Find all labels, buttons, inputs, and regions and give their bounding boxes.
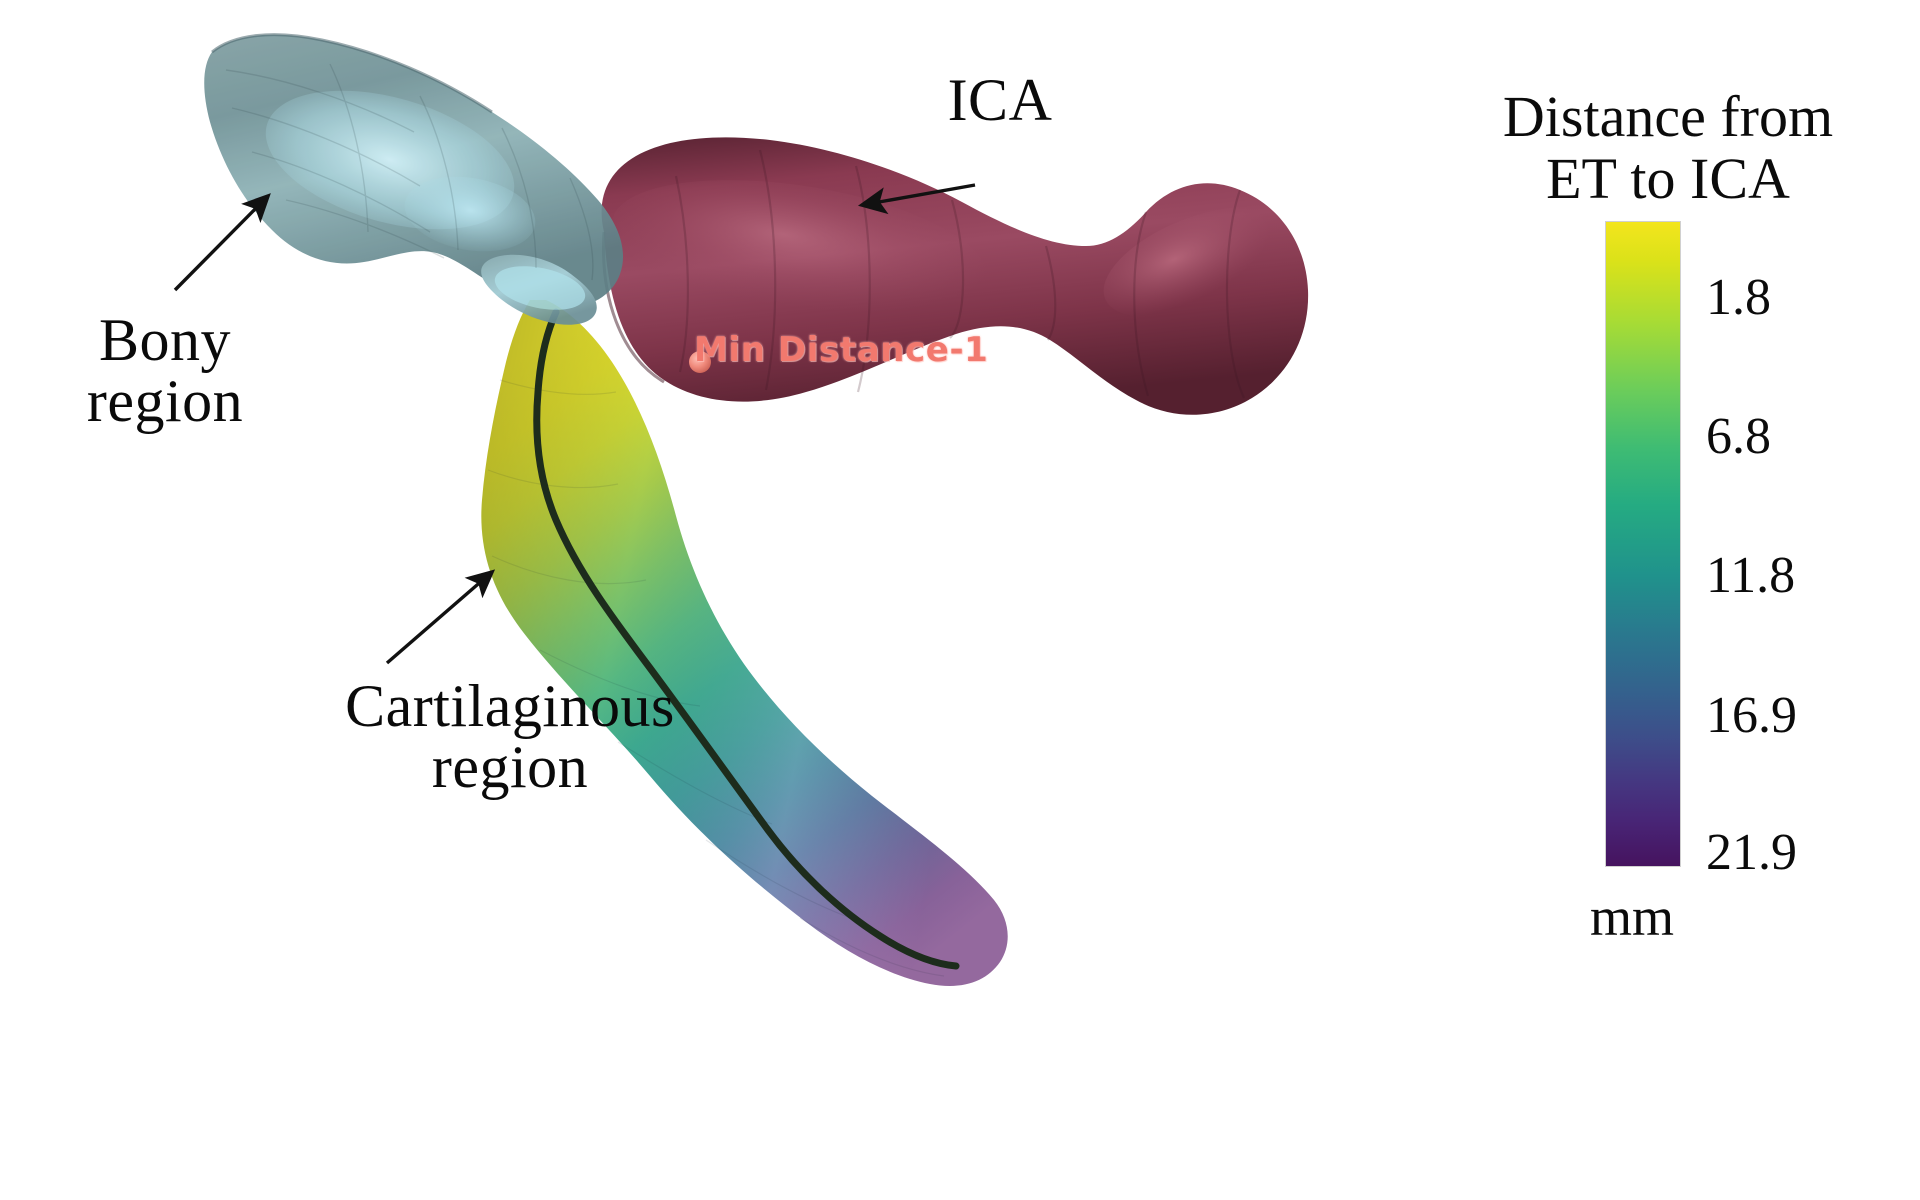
bony-neck-highlight (494, 266, 586, 310)
min-distance-label: Min Distance-1 (694, 330, 989, 370)
centerline (533, 308, 960, 970)
colorbar-legend: Distance from ET to ICA 1.8 6.8 11.8 16.… (1418, 84, 1918, 1086)
cartilaginous-region-mesh (481, 300, 1008, 986)
colorbar-tick-4: 21.9 (1706, 824, 1797, 881)
bony-region-mesh (204, 33, 624, 325)
colorbar-units-label: mm (1590, 887, 1675, 947)
bony-facets (225, 63, 594, 281)
colorbar-title: Distance from ET to ICA (1418, 84, 1918, 212)
colorbar-title-line2: ET to ICA (1546, 146, 1790, 212)
colorbar-tick-3: 16.9 (1706, 687, 1797, 744)
bony-region-label-line1: Bony (98, 307, 232, 373)
colorbar-tick-2: 11.8 (1706, 547, 1796, 604)
colorbar-tick-1: 6.8 (1706, 408, 1771, 465)
ica-arrow (857, 183, 976, 215)
colorbar-title-line1: Distance from (1502, 84, 1834, 149)
ica-label: ICA (947, 67, 1053, 133)
cartilaginous-region-label: Cartilaginous region (300, 673, 720, 801)
cartilaginous-region-label-line2: region (431, 734, 589, 801)
bony-region-arrow (173, 193, 271, 292)
bony-region-label-line2: region (86, 368, 244, 435)
colorbar-gradient (1605, 221, 1681, 867)
colorbar-tick-0: 1.8 (1706, 269, 1771, 326)
bony-edge-top (211, 33, 493, 114)
ica-mesh (601, 137, 1309, 415)
bony-highlight-secondary (404, 176, 536, 252)
cartilaginous-region-arrow (385, 569, 496, 665)
cartilaginous-region-label-line1: Cartilaginous (345, 673, 675, 739)
bony-region-label: Bony region (40, 307, 290, 435)
min-distance-marker (689, 351, 711, 373)
ica-highlight-proximal (612, 180, 988, 320)
cartilaginous-shading (481, 300, 1008, 986)
ica-highlight-bulb (1103, 207, 1289, 317)
